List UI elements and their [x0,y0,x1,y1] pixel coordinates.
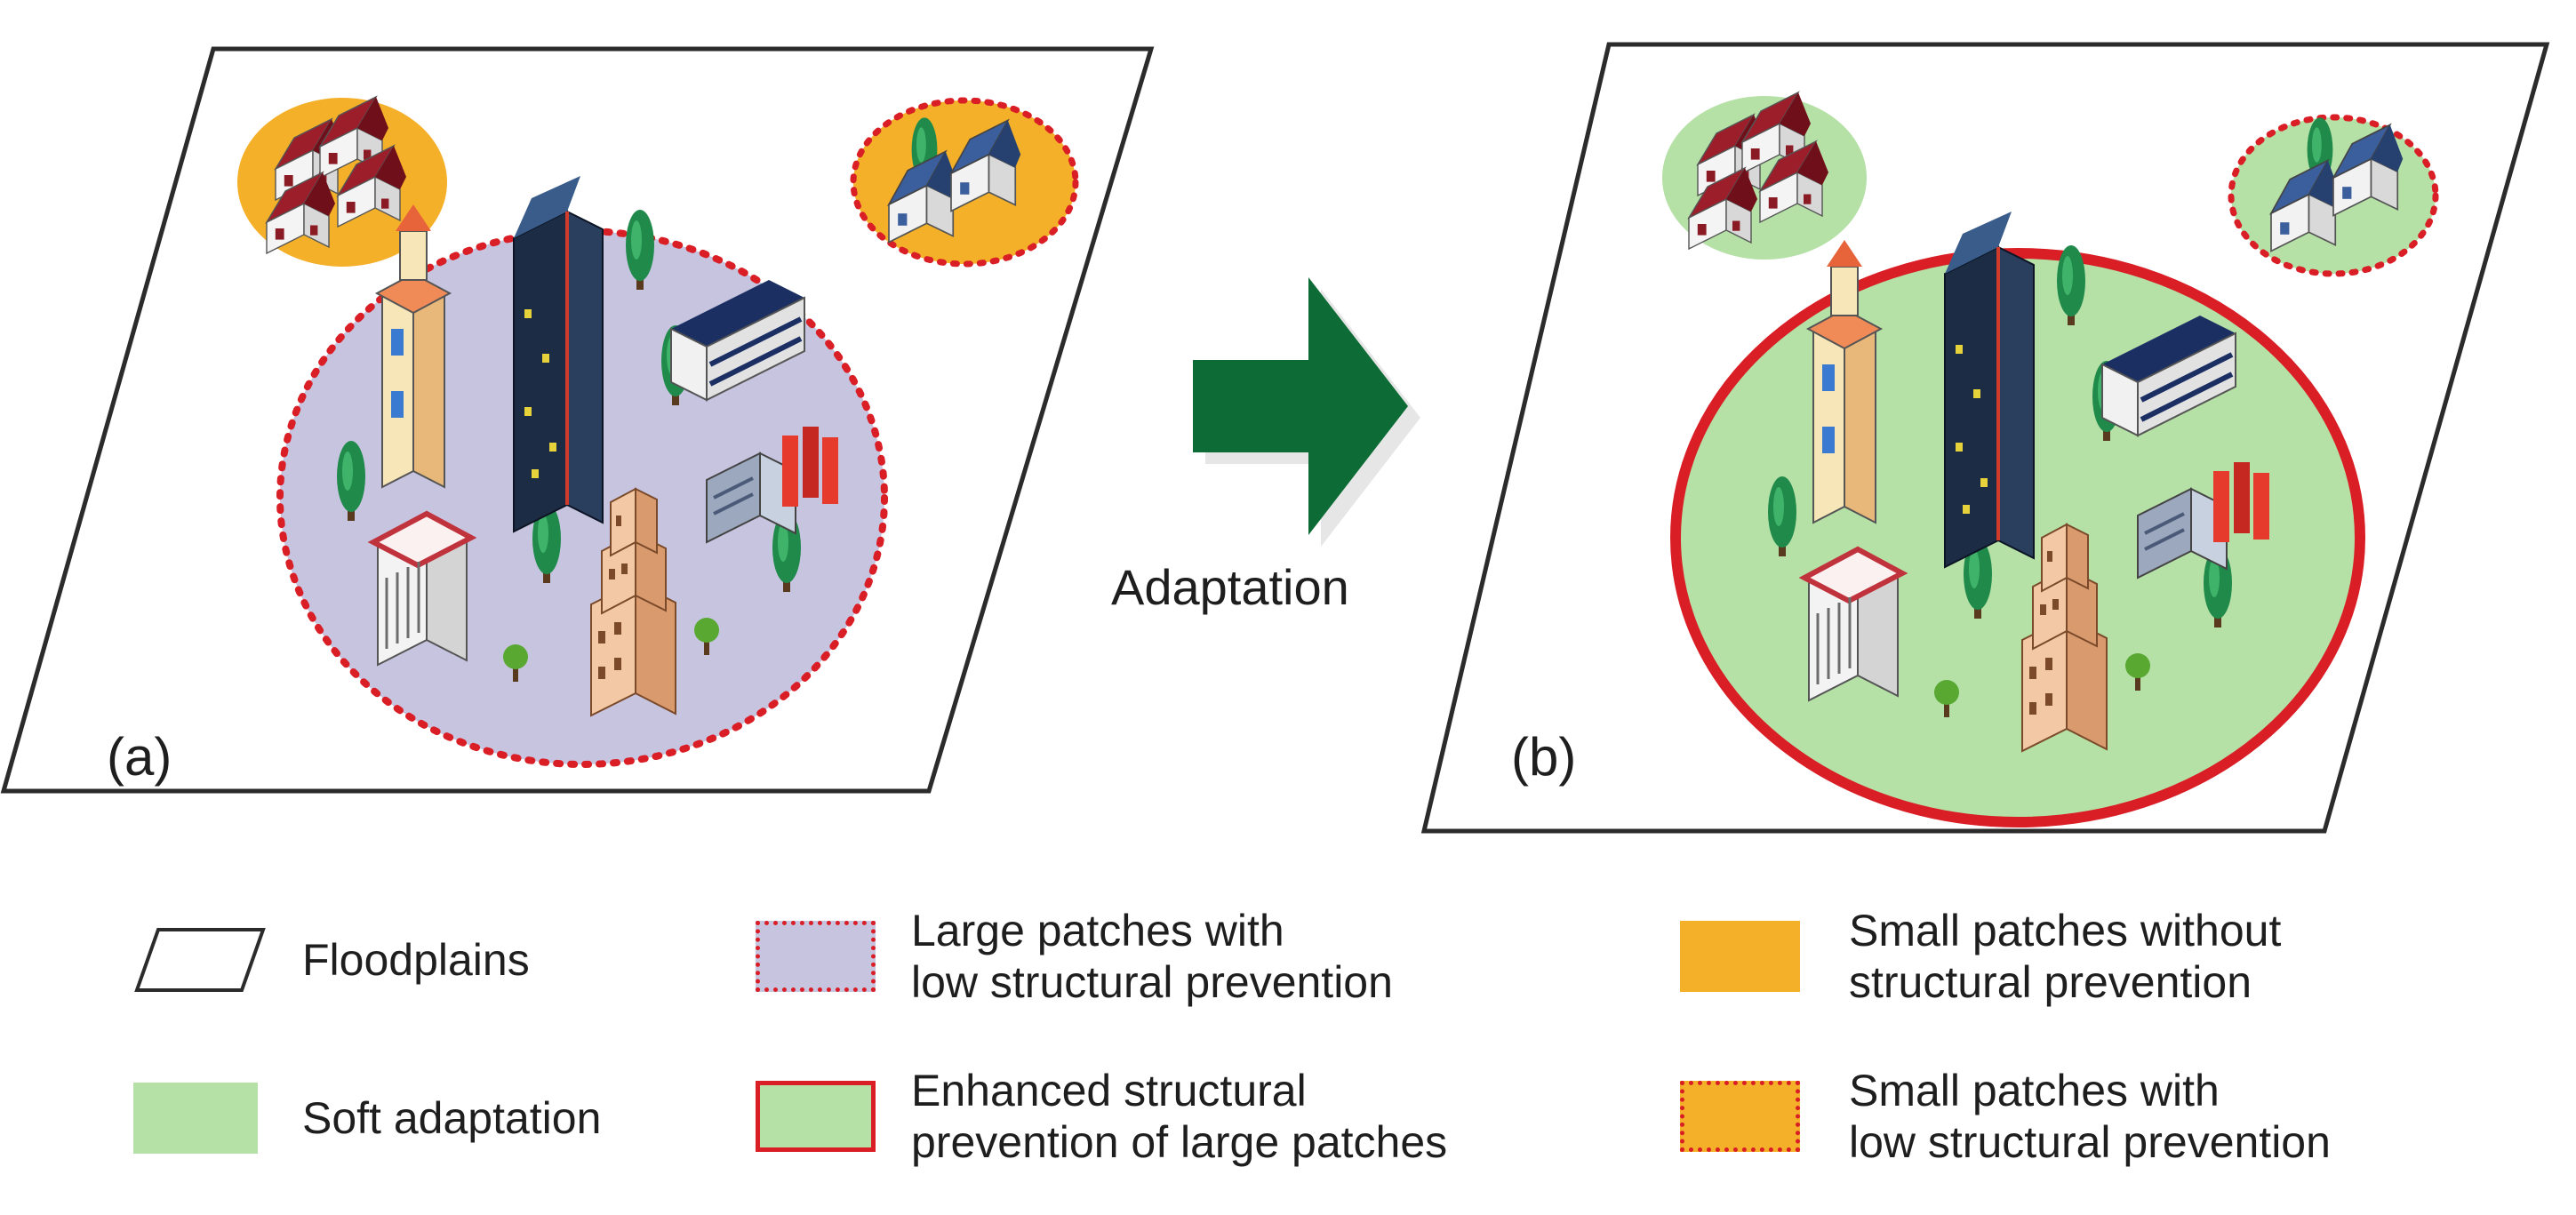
large-low-swatch [756,921,876,992]
adaptation-arrow: Adaptation [1111,277,1420,615]
legend-small-low: Small patches with low structural preven… [1680,1065,2331,1168]
legend-large-low-text: Large patches with low structural preven… [911,906,1393,1007]
soft-adaptation-swatch [133,1083,258,1154]
legend-soft-adaptation: Soft adaptation [133,1083,601,1154]
small-without-swatch [1680,921,1800,992]
adaptation-label: Adaptation [1111,559,1349,615]
panel-b-label: (b) [1511,727,1576,787]
floodplain-swatch [134,928,266,992]
legend-small-low-text: Small patches with low structural preven… [1849,1066,2331,1167]
panel-a-label: (a) [107,727,172,787]
legend-large-low: Large patches with low structural preven… [756,905,1393,1008]
legend-soft-adaptation-text: Soft adaptation [302,1093,602,1143]
legend-small-without: Small patches without structural prevent… [1680,905,2281,1008]
panel-a: (a) [0,46,1155,794]
legend-floodplains-text: Floodplains [302,935,530,985]
legend-enhanced-text: Enhanced structural prevention of large … [911,1066,1448,1167]
legend-small-without-text: Small patches without structural prevent… [1849,906,2282,1007]
enhanced-swatch [756,1081,876,1152]
panel-b: (b) [1420,42,2550,834]
legend-enhanced: Enhanced structural prevention of large … [756,1065,1447,1168]
legend-floodplains: Floodplains [133,924,530,995]
small-low-swatch [1680,1081,1800,1152]
